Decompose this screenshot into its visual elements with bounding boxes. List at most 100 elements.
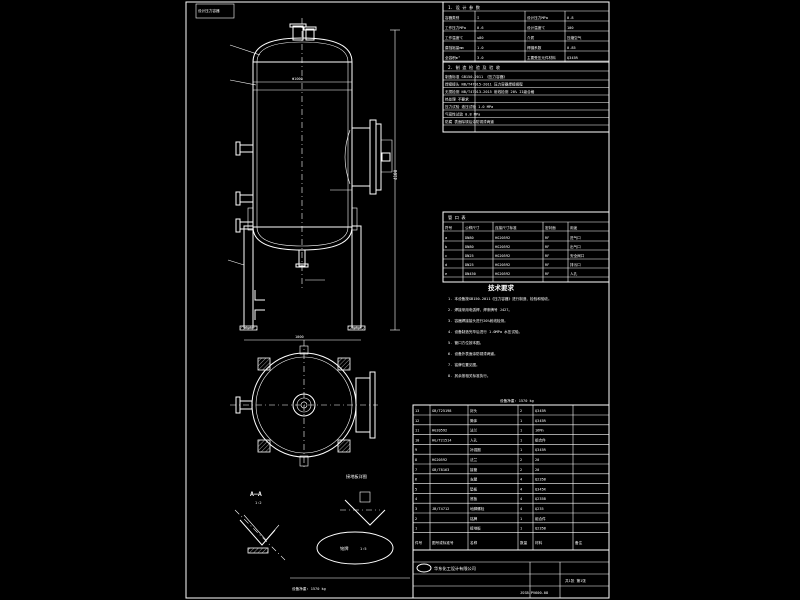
design-data-cell: Q345R	[567, 56, 579, 60]
sheet-count: 共1张 第1张	[565, 578, 586, 583]
nozzle-column-header: 用途	[570, 225, 578, 230]
drawing-number: JSSB-PV600-08	[520, 591, 548, 595]
tech-requirement-line: 1. 本设备按GB150-2011《压力容器》进行制造、检验和验收。	[448, 296, 552, 301]
nameplate-detail: 铭牌 1:5	[316, 531, 394, 565]
plan-leg-ne	[337, 357, 351, 371]
parts-cell: Q345R	[535, 409, 547, 413]
parts-cell: 补强圈	[470, 447, 481, 452]
nozzle-cell: HG20592	[495, 254, 510, 258]
parts-cell: Q345R	[535, 419, 547, 423]
nozzle-cell: DN25	[465, 254, 474, 258]
parts-cell: 11	[415, 429, 419, 433]
parts-cell: 1	[520, 419, 522, 423]
parts-cell: 1	[520, 517, 522, 521]
parts-cell: HG20592	[432, 429, 447, 433]
parts-cell: 铭牌	[470, 516, 478, 521]
weight-note-table: 设备净重: 1570 kg	[500, 398, 534, 403]
parts-cell: 人孔	[470, 437, 478, 442]
parts-cell: 1	[520, 438, 522, 442]
parts-cell: 9	[415, 448, 417, 452]
parts-cell: Q235B	[535, 478, 546, 482]
parts-cell: 底板	[470, 496, 478, 501]
parts-cell: 1	[520, 527, 522, 531]
nozzle-cell: c	[445, 254, 447, 258]
parts-cell: JB/T4712	[432, 507, 449, 511]
drain-nozzle	[298, 249, 306, 267]
parts-column-header: 数量	[520, 540, 528, 545]
nozzle-cell: HG20592	[495, 236, 510, 240]
nozzle-cell: RF	[545, 236, 549, 240]
nozzle-table-header: 管 口 表	[448, 214, 466, 221]
parts-cell: 2	[520, 468, 522, 472]
nozzle-cell: HG20592	[495, 272, 510, 276]
nozzle-cell: a	[445, 236, 447, 240]
dim-leg-span: 1000	[295, 335, 304, 339]
bottom-head	[252, 226, 353, 251]
nozzle-cell: 安全阀口	[570, 253, 585, 258]
nozzle-cell: HG20592	[495, 263, 510, 267]
parts-cell: 10	[415, 438, 419, 442]
parts-cell: 4	[415, 497, 417, 501]
nozzle-cell: DN80	[465, 245, 474, 249]
parts-column-header: 备注	[575, 540, 583, 545]
nozzle-cell: RF	[545, 254, 549, 258]
parts-cell: 支腿	[470, 477, 478, 482]
nozzle-cell: DN80	[465, 236, 474, 240]
plan-top-nozzle	[292, 393, 316, 417]
inspection-line: 防腐 表面除锈后涂防锈漆两道	[445, 119, 494, 124]
parts-cell: 1	[415, 527, 417, 531]
parts-cell: Q345R	[535, 487, 547, 491]
vessel-elevation-view: 4100 Φ1000 1000	[227, 18, 400, 341]
manhole-flange	[369, 119, 377, 195]
nozzle-cell: d	[445, 263, 447, 267]
title-stamp-text: 设计压力容器	[198, 8, 220, 13]
parts-cell: 地脚螺栓	[470, 506, 485, 511]
parts-cell: 3	[415, 507, 417, 511]
drawing-frame	[185, 1, 610, 599]
parts-cell: 垫板	[470, 486, 478, 491]
design-data-cell: 焊缝系数	[527, 45, 542, 50]
parts-cell: 4	[520, 507, 522, 511]
parts-cell: 筒体	[470, 418, 478, 423]
tech-requirement-line: 6. 设备外表面涂防锈漆两道。	[448, 351, 498, 356]
parts-cell: 法兰	[470, 457, 478, 462]
nozzle-cell: DN450	[465, 272, 476, 276]
support-leg-right	[351, 225, 362, 329]
design-data-cell: 设计温度℃	[527, 25, 545, 30]
parts-cell: 2	[520, 409, 522, 413]
tech-requirement-line: 7. 铭牌位置见图。	[448, 362, 480, 367]
design-data-cell: 工作压力MPa	[445, 25, 466, 30]
parts-cell: HG20592	[432, 458, 447, 462]
earthing-plate-detail: 接地板详图	[340, 473, 386, 526]
inspection-line: 气密性试验 0.8 MPa	[445, 112, 480, 117]
tech-req-title: 技术要求	[488, 283, 515, 292]
tech-requirement-line: 3. 容器焊接接头进行20%射线检测。	[448, 318, 508, 323]
technical-requirements: 技术要求 1. 本设备按GB150-2011《压力容器》进行制造、检验和验收。2…	[448, 283, 552, 378]
design-data-cell: 工作温度℃	[445, 35, 463, 40]
top-head	[252, 37, 353, 63]
design-data-cell: 主要受压元件材料	[527, 55, 556, 60]
parts-cell: 20	[535, 468, 539, 472]
top-nozzle-left	[292, 25, 304, 41]
nozzle-cell: DN25	[465, 263, 474, 267]
outlet-nozzle-left	[239, 194, 254, 203]
parts-cell: 16Mn	[535, 429, 544, 433]
parts-cell: 组合件	[535, 516, 546, 521]
design-data-cell: 全容积m³	[445, 55, 460, 60]
design-data-cell: 设计压力MPa	[527, 15, 548, 20]
inspection-line: 无损检测 NB/T47013-2015 射线检测 20% II级合格	[445, 89, 535, 94]
parts-cell: Q345R	[535, 448, 547, 452]
parts-cell: 4	[520, 487, 522, 491]
company-name: 华东化工设计有限公司	[434, 565, 476, 572]
parts-cell: 13	[415, 409, 419, 413]
design-data-cell: 0.6	[477, 26, 484, 30]
parts-cell: GB/T8163	[432, 468, 449, 472]
parts-cell: 法兰	[470, 428, 478, 433]
parts-cell: 20	[535, 458, 539, 462]
plan-leg-sw	[257, 439, 271, 453]
nameplate-scale: 1:5	[360, 547, 367, 551]
plan-leg-se	[337, 439, 351, 453]
parts-cell: HG/T21514	[432, 438, 451, 442]
